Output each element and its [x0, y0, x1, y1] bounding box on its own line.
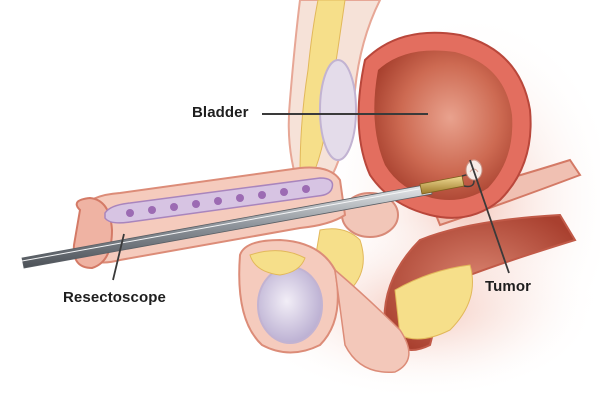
- bladder-lumen: [374, 50, 513, 201]
- pubic-symphysis: [319, 59, 357, 161]
- testis: [257, 266, 323, 344]
- fat-layer-scrotum: [249, 250, 306, 276]
- resectoscope-instrument: [21, 174, 475, 269]
- erectile-tissue-spots: [126, 185, 310, 217]
- tumor-leader-line: [469, 159, 510, 274]
- tumor-label: Tumor: [485, 278, 532, 295]
- resectoscope-leader-line: [112, 233, 125, 281]
- resectoscope-label: Resectoscope: [63, 289, 166, 306]
- fat-layer-lower: [394, 264, 473, 340]
- bladder-label: Bladder: [192, 104, 249, 121]
- perineum: [333, 268, 410, 374]
